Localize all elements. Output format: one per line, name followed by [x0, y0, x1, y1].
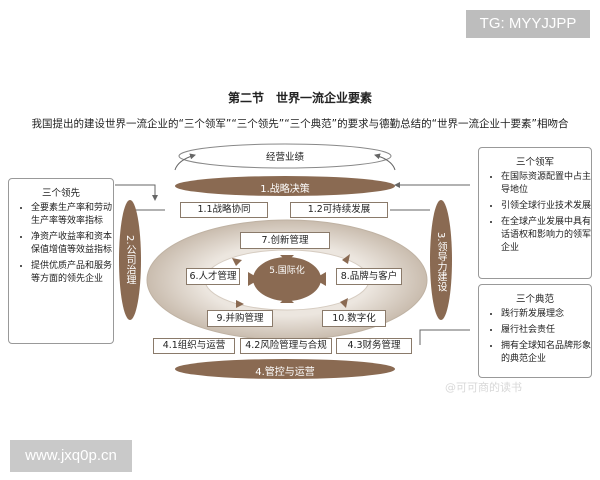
results-label: 经营业绩	[265, 152, 304, 163]
list-item: 拥有全球知名品牌形象的典范企业	[501, 340, 591, 366]
center-circle	[253, 257, 321, 301]
page-title: 第二节 世界一流企业要素	[227, 91, 372, 105]
ring-arrow-4	[340, 298, 348, 308]
three-models-list: 践行新发展理念 履行社会责任 拥有全球知名品牌形象的典范企业	[479, 308, 591, 366]
control-label: 4.管控与运营	[255, 367, 315, 378]
three-leading-list: 全要素生产率和劳动生产率等效率指标 净资产收益率和资本保值增值等效益指标 提供优…	[9, 202, 113, 286]
mna-box: 9.并购管理	[207, 310, 273, 327]
ring-arrow-3	[236, 300, 244, 308]
control-pill	[175, 359, 395, 379]
connector-right-bottom	[419, 329, 470, 345]
control-item-1: 4.1组织与运营	[153, 338, 235, 354]
strategy-pill	[175, 176, 395, 196]
connector-left-top	[115, 184, 158, 201]
three-leading-box: 三个领先 全要素生产率和劳动生产率等效率指标 净资产收益率和资本保值增值等效益指…	[8, 178, 114, 344]
list-item: 净资产收益率和资本保值增值等效益指标	[31, 231, 113, 257]
control-item-2: 4.2风险管理与合规	[240, 338, 332, 354]
brand-box: 8.品牌与客户	[336, 268, 402, 285]
ring-arrow-2	[342, 254, 350, 264]
arrow-left-up	[174, 153, 196, 171]
three-models-heading: 三个典范	[515, 294, 554, 305]
watermark-top: TG: MYYJJPP	[466, 10, 590, 38]
innovation-box: 7.创新管理	[240, 232, 330, 249]
three-champions-list: 在国际资源配置中占主导地位 引领全球行业技术发展 在全球产业发展中具有话语权和影…	[479, 171, 591, 255]
digital-box: 10.数字化	[322, 310, 386, 327]
strategy-item-2: 1.2可持续发展	[290, 202, 388, 218]
governance-label: 2.公司治理	[124, 235, 135, 285]
author-logo: @可可商的读书	[445, 381, 522, 394]
strategy-label: 1.战略决策	[260, 184, 310, 195]
control-item-3: 4.3财务管理	[336, 338, 412, 354]
three-champions-box: 三个领军 在国际资源配置中占主导地位 引领全球行业技术发展 在全球产业发展中具有…	[478, 147, 592, 279]
list-item: 在全球产业发展中具有话语权和影响力的领军企业	[501, 216, 591, 255]
ring-arrow-1	[232, 258, 242, 266]
three-champions-heading: 三个领军	[515, 157, 554, 168]
list-item: 践行新发展理念	[501, 308, 591, 321]
arrow-left-center	[248, 272, 260, 286]
list-item: 履行社会责任	[501, 324, 591, 337]
governance-pill	[119, 200, 141, 320]
watermark-bottom: www.jxq0p.cn	[10, 440, 132, 472]
strategy-item-1: 1.1战略协同	[180, 202, 268, 218]
list-item: 引领全球行业技术发展	[501, 200, 591, 213]
list-item: 在国际资源配置中占主导地位	[501, 171, 591, 197]
arrow-bottom-center	[280, 296, 294, 303]
talent-box: 6.人才管理	[186, 268, 240, 285]
list-item: 全要素生产率和劳动生产率等效率指标	[31, 202, 113, 228]
three-models-box: 三个典范 践行新发展理念 履行社会责任 拥有全球知名品牌形象的典范企业	[478, 284, 592, 378]
leadership-pill	[430, 200, 452, 320]
leadership-label: 3.领导力建设	[435, 232, 446, 292]
arrow-top-center	[280, 255, 294, 262]
page-subtitle: 我国提出的建设世界一流企业的“三个领军”“三个领先”“三个典范”的要求与德勤总结…	[31, 118, 569, 130]
three-leading-heading: 三个领先	[41, 188, 80, 199]
arrow-right-center	[314, 272, 326, 286]
arrow-right-up	[374, 153, 396, 171]
results-ellipse	[178, 143, 392, 169]
center-label: 5.国际化	[269, 266, 305, 276]
list-item: 提供优质产品和服务等方面的领先企业	[31, 260, 113, 286]
